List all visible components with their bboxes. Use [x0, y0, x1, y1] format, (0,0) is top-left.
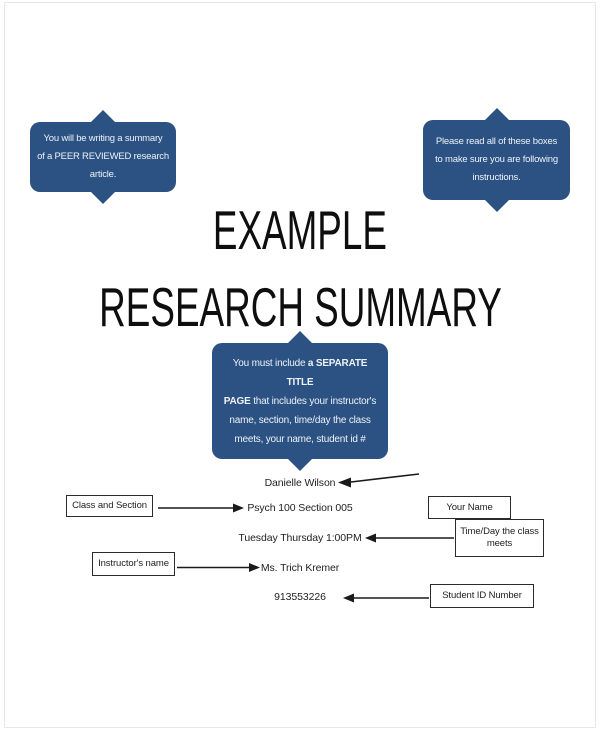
title-research-summary: RESEARCH SUMMARY [99, 276, 502, 338]
title-line-1: EXAMPLE [0, 198, 600, 262]
label-box-time-day: Time/Day the class meets [455, 519, 544, 557]
callout-peer-reviewed: You will be writing a summary of a PEER … [30, 110, 176, 204]
value-time-day: Tuesday Thursday 1:00PM [238, 532, 362, 544]
label-box-instructor: Instructor's name [92, 552, 175, 576]
callout-title-page: You must include a SEPARATE TITLE PAGE t… [212, 331, 388, 471]
callout-pointer-down-icon [483, 199, 510, 212]
callout-title-page-text: You must include a SEPARATE TITLE PAGE t… [212, 354, 388, 449]
callout-pointer-up-icon [90, 110, 116, 123]
callout-peer-reviewed-text: You will be writing a summary of a PEER … [37, 133, 169, 180]
callout-pointer-up-icon [483, 108, 510, 121]
label-box-student-id: Student ID Number [430, 584, 534, 608]
title-example: EXAMPLE [212, 199, 388, 261]
value-student-name: Danielle Wilson [264, 477, 336, 489]
callout-pointer-up-icon [287, 331, 313, 344]
callout-pointer-down-icon [90, 191, 116, 204]
callout-title-page-bold: a SEPARATE TITLE PAGE [223, 357, 368, 407]
title-line-2: RESEARCH SUMMARY [0, 275, 600, 339]
callout-pointer-down-icon [287, 458, 313, 471]
callout-read-boxes: Please read all of these boxes to make s… [423, 108, 570, 212]
label-box-class-and-section: Class and Section [66, 495, 153, 517]
value-student-id: 913553226 [274, 591, 326, 603]
value-class-section: Psych 100 Section 005 [247, 502, 353, 514]
callout-title-page-prefix: You must include [232, 357, 308, 369]
label-box-your-name: Your Name [428, 496, 511, 519]
callout-read-boxes-text: Please read all of these boxes to make s… [435, 136, 558, 183]
value-instructor: Ms. Trich Kremer [260, 562, 340, 574]
callout-title-page-suffix: that includes your instructor's name, se… [229, 395, 377, 445]
